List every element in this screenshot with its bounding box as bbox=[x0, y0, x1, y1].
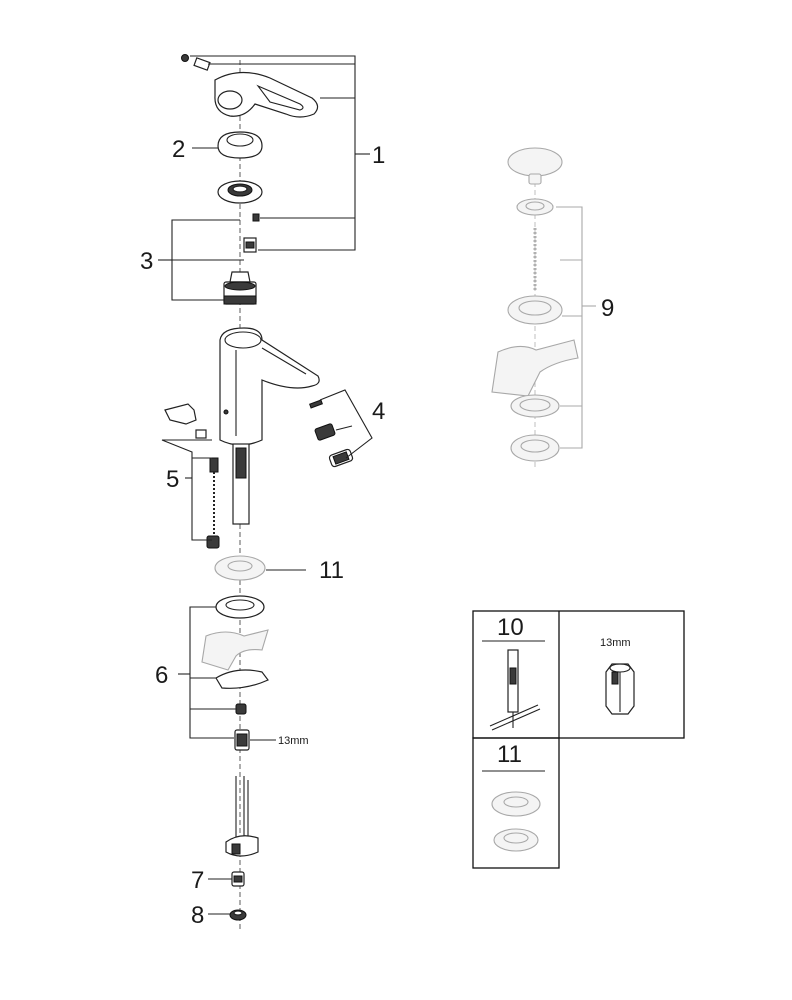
lever-hub bbox=[217, 90, 243, 110]
cartridge-pin bbox=[252, 213, 260, 222]
part-ring-nut bbox=[217, 180, 263, 204]
callout-6: 6 bbox=[155, 662, 168, 689]
supply-hoses bbox=[225, 776, 259, 857]
callout-7: 7 bbox=[191, 867, 204, 894]
wrench-size-label: 13mm bbox=[278, 735, 309, 747]
table-label-11: 11 bbox=[497, 741, 522, 768]
washer-spare bbox=[491, 791, 541, 817]
part-6-fixing-set bbox=[201, 595, 269, 751]
part-3-cartridge bbox=[223, 213, 260, 305]
callout-5: 5 bbox=[166, 466, 179, 493]
countertop-section bbox=[201, 629, 269, 671]
callout-8: 8 bbox=[191, 902, 204, 929]
cap-screw bbox=[181, 54, 189, 62]
part-11-washer bbox=[214, 555, 266, 581]
drain-plug-cap bbox=[507, 147, 563, 177]
callout-3: 3 bbox=[140, 248, 153, 275]
callout-4: 4 bbox=[372, 398, 385, 425]
lever-body bbox=[214, 71, 319, 118]
part-8-filter bbox=[229, 909, 247, 921]
callout-1: 1 bbox=[372, 142, 385, 169]
callout-9: 9 bbox=[601, 295, 614, 322]
table-wrench-size: 13mm bbox=[600, 637, 631, 649]
tools-table: 10 13mm 11 bbox=[472, 610, 685, 869]
part-2-cover-cap bbox=[217, 131, 263, 159]
faucet-body bbox=[219, 327, 320, 525]
grub-screw bbox=[193, 57, 211, 71]
part-7-nut bbox=[231, 871, 245, 887]
part-9-pop-up-waste bbox=[491, 147, 596, 470]
hex-socket-tool bbox=[605, 663, 635, 715]
table-label-10: 10 bbox=[497, 614, 524, 641]
callout-2: 2 bbox=[172, 136, 185, 163]
horseshoe-plate bbox=[215, 669, 269, 689]
part-5-lift-rod-assembly bbox=[164, 403, 220, 549]
callout-11: 11 bbox=[319, 557, 344, 584]
part-1-lever-handle bbox=[181, 54, 319, 118]
fixing-ring-spare bbox=[493, 828, 539, 852]
leader-lines bbox=[158, 55, 373, 915]
hex-key-tool bbox=[489, 649, 541, 731]
